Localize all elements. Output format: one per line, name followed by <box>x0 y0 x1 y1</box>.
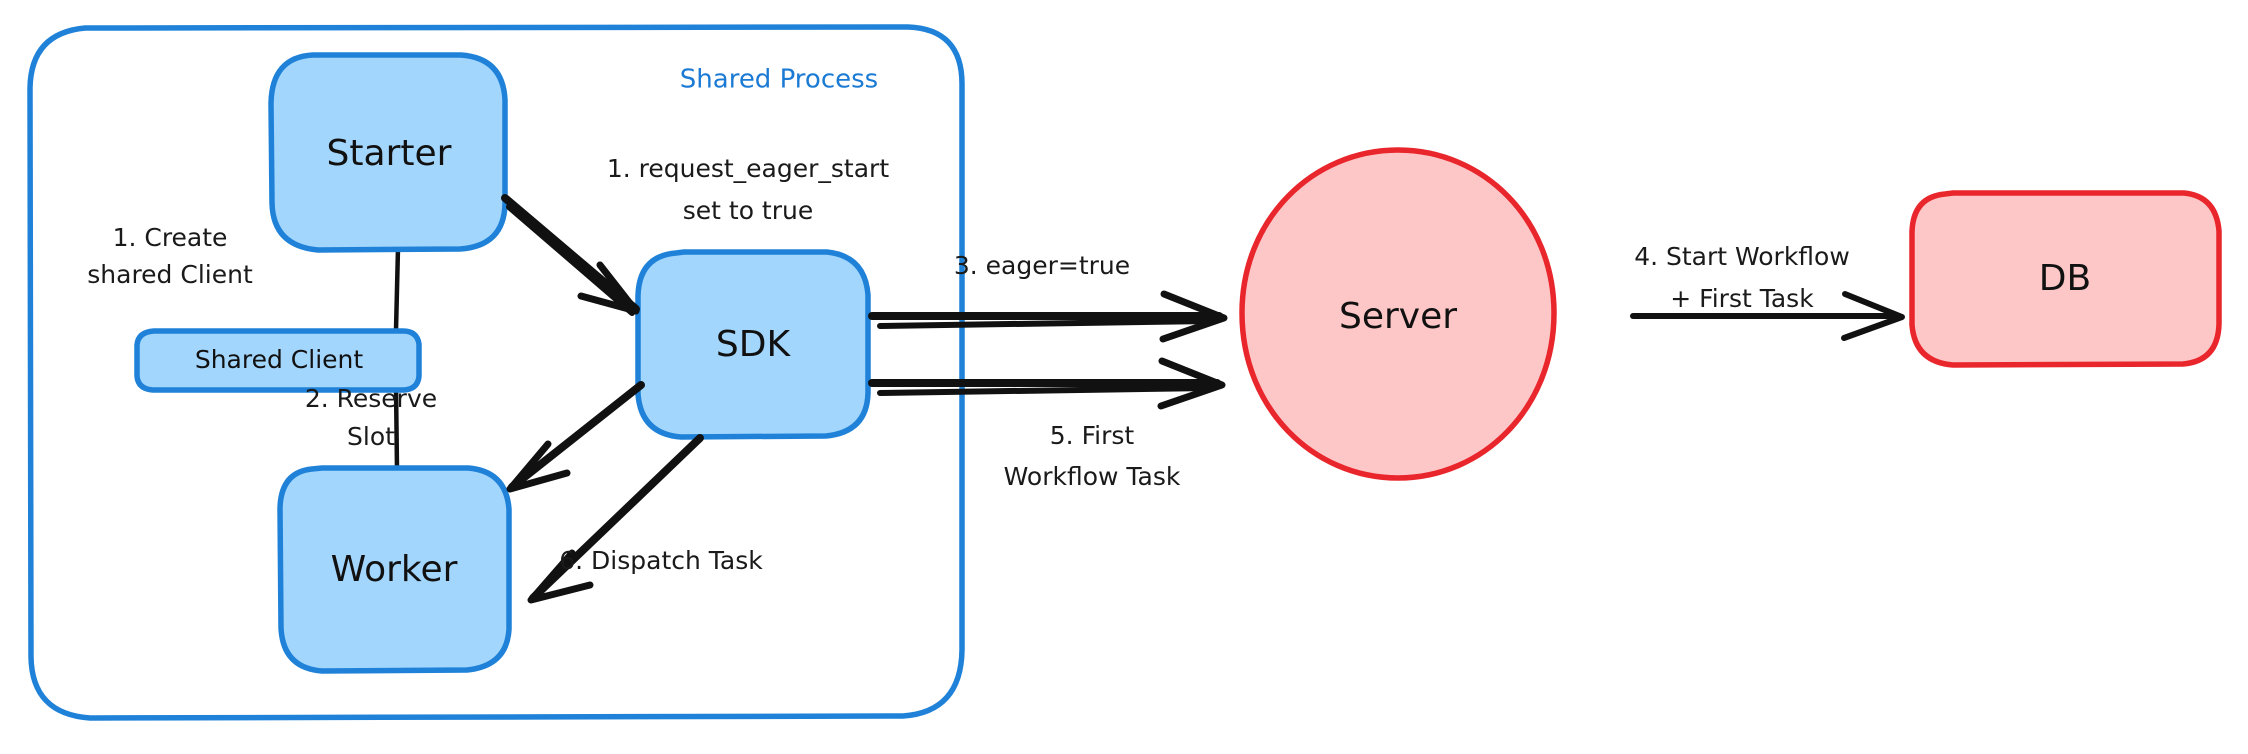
edge-line-request-eager-start-2 <box>506 204 635 316</box>
edge-line-dispatch-task <box>529 434 704 602</box>
node-label-db: DB <box>2039 258 2091 299</box>
arrowhead-eager-true <box>1159 290 1228 343</box>
edge-label-first-workflow-task-line1: 5. First <box>1050 421 1135 450</box>
node-shape-starter <box>268 52 508 253</box>
edge-label-eager-true: 3. eager=true <box>954 251 1130 280</box>
node-server[interactable]: Server <box>1239 147 1557 481</box>
edge-start-workflow-first-task[interactable]: 4. Start Workflow + First Task <box>1630 242 1905 341</box>
node-sdk[interactable]: SDK <box>635 249 871 440</box>
node-label-worker: Worker <box>331 549 458 590</box>
edge-label-dispatch-task: 6. Dispatch Task <box>559 546 763 575</box>
edge-label-request-eager-start-line2: set to true <box>683 196 814 225</box>
edge-label-request-eager-start-line1: 1. request_eager_start <box>607 154 889 183</box>
edge-label-start-workflow-first-task-line1: 4. Start Workflow <box>1634 242 1850 271</box>
edge-line-create-shared-client <box>393 245 401 333</box>
node-worker[interactable]: Worker <box>277 465 512 674</box>
edge-first-workflow-task[interactable]: 5. First Workflow Task <box>868 357 1226 491</box>
node-db[interactable]: DB <box>1909 190 2222 368</box>
edge-label-create-shared-client-line1: 1. Create <box>113 223 228 252</box>
node-label-sdk: SDK <box>716 324 792 365</box>
node-label-shared-client: Shared Client <box>195 345 364 374</box>
node-shared-client[interactable]: Shared Client <box>134 328 422 393</box>
edge-shared-client-worker[interactable] <box>393 383 400 473</box>
edge-label-reserve-slot-line1: 2. Reserve <box>305 384 437 413</box>
node-shape-sdk <box>635 249 871 440</box>
edge-label-reserve-slot-line2: Slot <box>347 422 395 451</box>
edge-create-shared-client[interactable]: 1. Create shared Client <box>87 223 401 333</box>
edge-label-first-workflow-task-line2: Workflow Task <box>1004 462 1181 491</box>
edge-label-start-workflow-first-task-line2: + First Task <box>1670 284 1814 313</box>
edge-label-create-shared-client-line2: shared Client <box>87 260 253 289</box>
edge-eager-true[interactable]: 3. eager=true <box>868 251 1228 343</box>
group-shared-process[interactable]: Shared Process <box>27 24 965 721</box>
node-label-server: Server <box>1339 296 1457 337</box>
node-shape-worker <box>277 465 512 674</box>
arrowhead-first-workflow-task <box>1157 357 1226 410</box>
node-shape-db <box>1909 190 2222 368</box>
node-starter[interactable]: Starter <box>268 52 508 253</box>
edge-reserve-slot[interactable]: 2. Reserve Slot <box>305 381 645 493</box>
arrowhead-reserve-slot <box>506 440 571 493</box>
edge-line-shared-client-worker <box>393 383 400 473</box>
edge-line-reserve-slot <box>508 381 645 491</box>
arrowhead-request-eager-start <box>577 261 640 315</box>
edge-line-request-eager-start <box>501 194 640 313</box>
shared-process-boundary <box>27 24 965 721</box>
edge-dispatch-task[interactable]: 6. Dispatch Task <box>527 434 763 604</box>
node-shape-server <box>1239 147 1557 481</box>
group-label-shared-process: Shared Process <box>680 65 878 95</box>
arrowhead-start-workflow-first-task <box>1841 291 1905 341</box>
arrowhead-dispatch-task <box>527 549 594 604</box>
edge-line-eager-true-2 <box>877 318 1215 329</box>
node-label-starter: Starter <box>327 133 452 174</box>
edge-request-eager-start[interactable]: 1. request_eager_start set to true <box>501 154 889 316</box>
edge-line-first-workflow-task-2 <box>877 385 1213 396</box>
node-shape-shared-client <box>134 328 422 393</box>
